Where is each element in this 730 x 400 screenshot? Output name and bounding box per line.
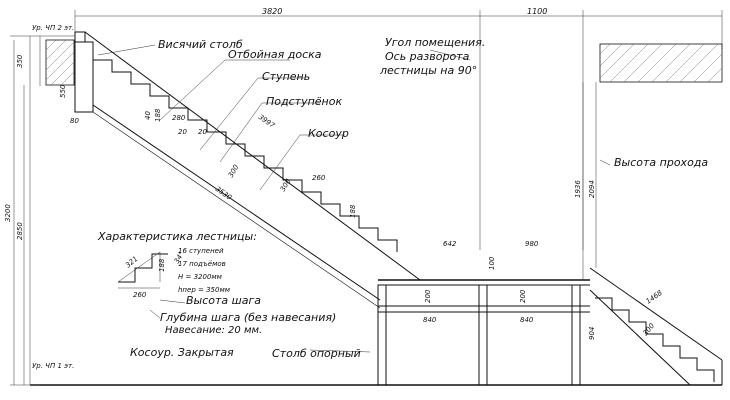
landing: [378, 279, 590, 313]
hanging-post: [74, 31, 94, 113]
lower-steps: [595, 297, 715, 382]
dim-642: 642: [443, 240, 457, 248]
dim-350: 350: [16, 54, 24, 68]
char-line-1: 16 ступеней: [178, 247, 224, 255]
dim-3820: 3820: [262, 7, 282, 16]
label-hanging-post: Висячий столб: [158, 38, 243, 51]
label-room-corner-2: Ось разворота: [385, 50, 470, 63]
tri-dim-260: 260: [133, 291, 147, 299]
dim-840-b: 840: [520, 316, 534, 324]
label-support-post: Столб опорный: [272, 347, 361, 360]
char-line-2: 17 подъёмов: [178, 260, 226, 268]
upper-floor-slab: [45, 39, 75, 86]
label-level-bottom: Ур. ЧП 1 эт.: [32, 362, 74, 370]
leader-lines: [97, 44, 611, 353]
dim-1468: 1468: [645, 289, 665, 306]
label-room-corner-1: Угол помещения.: [385, 36, 485, 49]
dim-550: 550: [59, 84, 67, 98]
label-stringer-closed: Косоур. Закрытая: [130, 346, 234, 359]
right-wall: [599, 43, 723, 83]
dim-904: 904: [588, 327, 596, 340]
step-triangle: [117, 251, 186, 319]
dim-80: 80: [70, 117, 79, 125]
label-riser: Подступёнок: [266, 95, 342, 108]
dim-3530: 3530: [214, 185, 234, 202]
passage-dimension: [582, 82, 597, 280]
characteristics-title: Характеристика лестницы:: [97, 230, 257, 243]
support-posts: [377, 284, 581, 386]
char-line-3: H = 3200мм: [178, 273, 223, 281]
dim-280: 280: [172, 114, 186, 122]
label-level-top: Ур. ЧП 2 эт.: [32, 24, 74, 32]
char-line-4: hпер = 350мм: [178, 286, 231, 294]
label-stringer: Косоур: [308, 127, 349, 140]
dim-300-b: 300: [279, 177, 293, 193]
dim-260: 260: [312, 174, 326, 182]
dim-20-b: 20: [198, 128, 207, 136]
label-step-depth: Глубина шага (без навесания): [160, 311, 336, 324]
dim-3200: 3200: [4, 204, 12, 222]
label-overhang: Навесание: 20 мм.: [165, 325, 262, 336]
dim-300-c: 300: [641, 321, 656, 337]
label-step: Ступень: [262, 70, 310, 83]
label-bump-board: Отбойная доска: [228, 48, 322, 61]
dim-40: 40: [144, 111, 152, 120]
label-passage-height: Высота прохода: [614, 156, 708, 169]
label-room-corner-3: лестницы на 90°: [379, 64, 477, 77]
dim-188-b: 188: [349, 204, 357, 218]
lower-stringer: [589, 267, 723, 386]
tri-dim-188: 188: [158, 258, 166, 272]
dim-3997: 3997: [257, 113, 277, 130]
dim-200-a: 200: [424, 289, 432, 303]
left-dimensions: [10, 35, 75, 386]
dim-1100: 1100: [527, 7, 547, 16]
label-step-height: Высота шага: [186, 294, 261, 307]
dim-200-b: 200: [519, 289, 527, 303]
dim-2094: 2094: [588, 180, 596, 198]
dim-840-a: 840: [423, 316, 437, 324]
dim-188-a: 188: [154, 108, 162, 122]
upper-steps: [93, 59, 398, 252]
dim-300-a: 300: [227, 163, 241, 179]
dim-2850: 2850: [16, 222, 24, 240]
dim-1936: 1936: [574, 180, 582, 198]
dim-100: 100: [488, 256, 496, 270]
tri-dim-321: 321: [124, 255, 139, 270]
upper-stringer: [84, 31, 421, 309]
dim-980: 980: [525, 240, 539, 248]
dim-20-a: 20: [178, 128, 187, 136]
